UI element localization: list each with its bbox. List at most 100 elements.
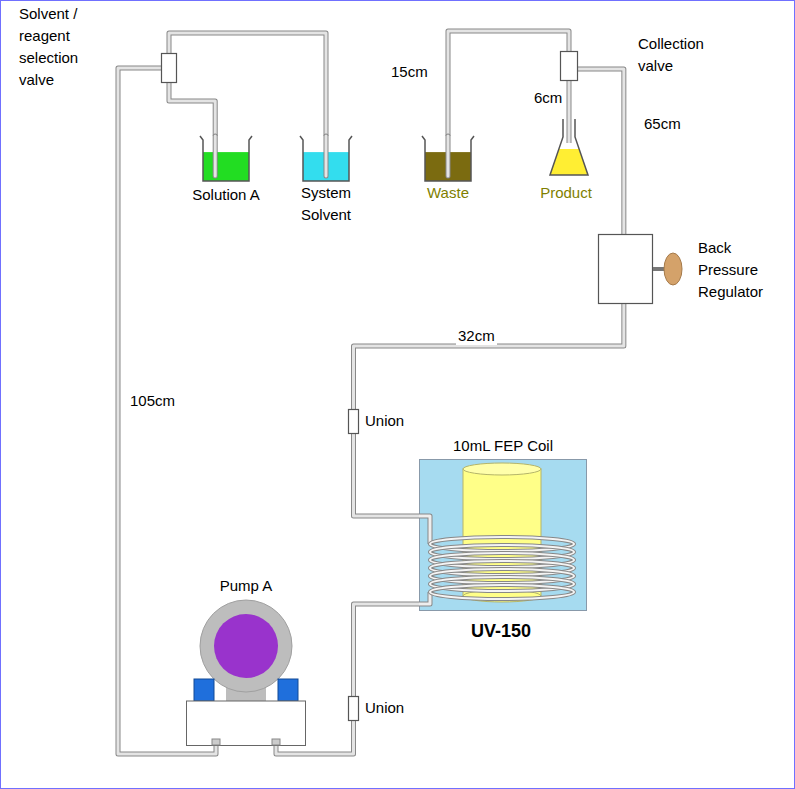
regulator-body [599, 235, 653, 304]
product-flask-shape [548, 119, 590, 177]
valve-body [561, 52, 578, 81]
pump-shape [186, 601, 306, 746]
pump-check-valve [194, 679, 214, 701]
coil-winding [430, 585, 574, 599]
tubing [354, 304, 624, 409]
tubing [169, 83, 215, 136]
solution-a-beaker-shape [199, 136, 253, 182]
tube-bore [354, 304, 624, 409]
pump: Pump A [186, 601, 306, 746]
coil-tube [419, 592, 430, 604]
pump-rotor [214, 614, 278, 678]
tubing [354, 434, 420, 516]
waste-beaker-shape [421, 136, 475, 182]
selection-valve: Solvent / reagent selection valve [161, 53, 177, 83]
selection-valve-shape [161, 53, 177, 83]
flask-outline [550, 119, 588, 175]
tube-wall [169, 33, 326, 136]
dip-tube [446, 136, 451, 176]
tube-wall [169, 83, 215, 136]
back-pressure-regulator: Back Pressure Regulator [598, 234, 653, 304]
part-label: Solution A [178, 184, 274, 206]
coil-winding [430, 585, 574, 599]
dip-tube [213, 136, 218, 176]
union-fitting [349, 697, 359, 721]
part-label: 10mL FEP Coil [433, 435, 573, 457]
tube-bore [169, 33, 326, 136]
part-label: Union [365, 697, 425, 719]
part-label: Waste [408, 182, 488, 204]
liquid [203, 152, 249, 181]
coil-tube [419, 592, 430, 604]
product-liquid [550, 149, 588, 175]
back-pressure-regulator-shape [598, 234, 653, 304]
tube-bore [354, 604, 420, 696]
union-fitting-shape [348, 409, 359, 434]
tube-bore [568, 81, 571, 119]
pump-port [272, 739, 280, 745]
collection-valve: Collection valve [560, 51, 578, 81]
part-label: Product [526, 182, 606, 204]
union-fitting-shape [348, 696, 359, 721]
tube-bore [169, 83, 215, 136]
tube-wall [567, 81, 572, 119]
beaker-outline [422, 136, 474, 181]
part-label: Solvent / reagent selection valve [19, 3, 93, 91]
part-label: Collection valve [638, 33, 720, 77]
part-label: Pump A [201, 575, 291, 597]
dip-tube [567, 119, 572, 143]
tube-length: 105cm [128, 392, 177, 410]
tube-wall [354, 434, 420, 516]
part-label-secondary: UV-150 [441, 620, 561, 642]
tube-wall [448, 31, 569, 136]
tubing [569, 81, 570, 119]
coil-tube [419, 516, 430, 544]
dip-tube [325, 136, 328, 176]
collection-valve-shape [560, 51, 578, 81]
regulator-stem [653, 267, 665, 271]
tubing [448, 31, 569, 136]
regulator-knob [664, 253, 682, 285]
tube-wall [578, 69, 624, 234]
uv-lamp-housing [420, 460, 587, 611]
union-fitting: Union [348, 409, 359, 434]
dip-tube [568, 119, 571, 143]
tubing [354, 604, 420, 696]
pump-head [200, 600, 292, 692]
tube-length: 15cm [389, 63, 430, 81]
pump-base [187, 701, 306, 746]
union-fitting: Union [348, 696, 359, 721]
beaker-outline [200, 136, 252, 181]
union-fitting [349, 410, 359, 434]
tube-length: 65cm [642, 115, 683, 133]
beaker-outline [300, 136, 352, 181]
lamp-cylinder [463, 463, 541, 475]
product-flask: Product [548, 119, 590, 177]
tube-bore [578, 69, 624, 234]
tube-bore [448, 31, 569, 136]
tubing [169, 33, 326, 136]
part-label: System Solvent [286, 182, 366, 226]
tube-bore [354, 434, 420, 516]
coil-tube [419, 516, 430, 544]
part-label: Back Pressure Regulator [698, 237, 788, 303]
uv-reactor-shape [419, 459, 587, 611]
waste-beaker: Waste [421, 136, 475, 182]
uv-reactor: 10mL FEP CoilUV-150 [419, 459, 587, 611]
part-label: Union [365, 410, 425, 432]
tube-wall [354, 304, 624, 409]
dip-tube [324, 136, 329, 176]
pump-check-valve [278, 679, 298, 701]
solution-a-beaker: Solution A [199, 136, 253, 182]
tube-length: 6cm [532, 89, 564, 107]
tubing [578, 69, 624, 234]
dip-tube [214, 136, 217, 176]
dip-tube [447, 136, 450, 176]
pump-port [212, 739, 220, 745]
system-solvent-beaker: System Solvent [299, 136, 353, 182]
system-solvent-beaker-shape [299, 136, 353, 182]
tube-length: 32cm [456, 327, 497, 345]
tube-wall [354, 604, 420, 696]
valve-body [162, 54, 177, 83]
